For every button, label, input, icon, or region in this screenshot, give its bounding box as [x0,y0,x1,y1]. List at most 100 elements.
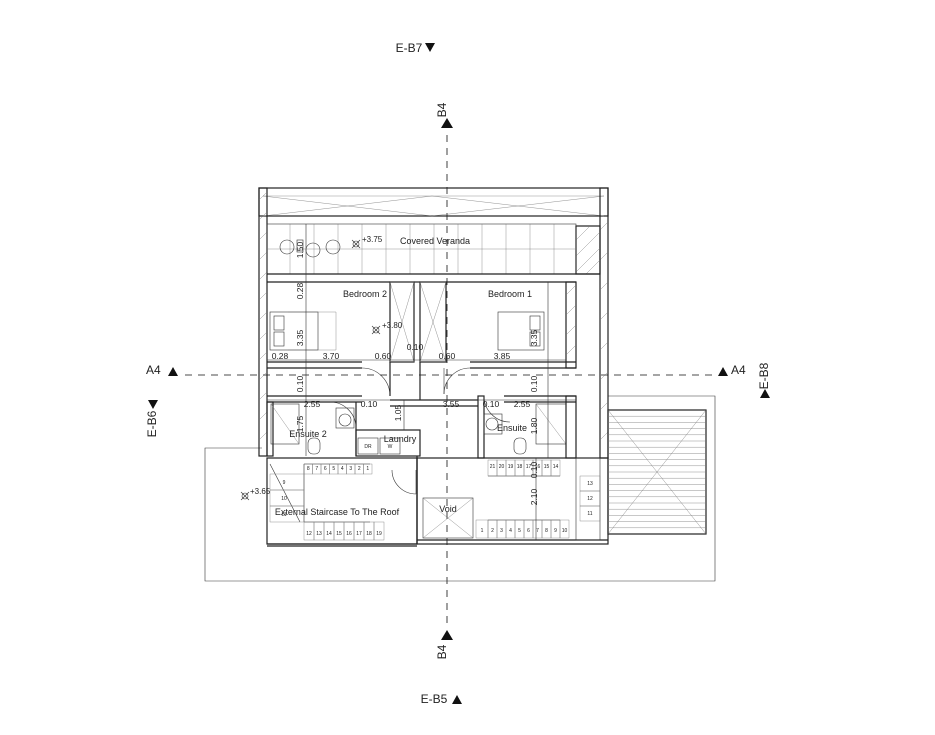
stair-step-number: 12 [587,496,593,502]
section-marker-b4-bottom: B4 [435,630,453,659]
stair-step-number: 16 [535,464,541,470]
dim-veranda-depth: 1.50 [295,241,305,258]
stair-step-number: 10 [562,528,568,534]
dim-bedroom2-top: 0.28 [295,282,305,299]
dim-stair-wall: 0.10 [529,461,539,478]
dim-ensuite-wall: 0.10 [483,399,500,409]
stair-tread [269,473,305,491]
laundry-room: DR W Laundry [355,429,421,457]
void-opening [422,497,474,539]
stair-step-number: 15 [336,531,342,537]
stair-step-number: 1 [366,466,369,472]
section-marker-b4-top: B4 [435,102,453,128]
stair-step-number: 5 [332,466,335,472]
elevation-marker-bottom: E-B5 [421,692,462,706]
stair-step-number: 21 [490,464,496,470]
internal-stair-enclosure [416,457,609,545]
svg-text:+3.80: +3.80 [382,321,403,330]
svg-text:E-B8: E-B8 [757,362,771,389]
terrace-outline [204,395,716,582]
room-label-ensuite: Ensuite [497,423,527,433]
stair-step-number: 18 [517,464,523,470]
bedroom1-wall-right [565,281,577,369]
stair-step-number: 7 [315,466,318,472]
room-label-void: Void [439,504,457,514]
chair-icon [305,242,321,258]
chair-icon [279,239,295,255]
outer-wall-left [258,187,268,457]
door-swing-bedroom2 [361,367,391,397]
stair-step-number: 13 [316,531,322,537]
stair-step-number: 8 [545,528,548,534]
stair-step-number: 9 [283,480,286,486]
wardrobe-left [389,281,415,363]
dim-ensuite2-wall: 0.10 [361,399,378,409]
dim-bedroom2-width: 3.70 [323,351,340,361]
stair-step-number: 13 [587,481,593,487]
dim-wall-left-lower: 0.10 [295,375,305,392]
veranda-tiles: Covered Veranda [266,223,577,275]
dim-wall-right-lower: 0.10 [529,375,539,392]
stair-step-number: 2 [358,466,361,472]
dim-ensuite2-width: 2.55 [304,399,321,409]
stair-tread [550,459,561,477]
dimension-lines [267,224,576,540]
dim-bedroom1-width: 3.85 [494,351,511,361]
room-label-covered-veranda: Covered Veranda [400,236,470,246]
washer-icon [379,437,401,455]
stair-step-number: 3 [500,528,503,534]
stair-step-number: 19 [376,531,382,537]
door-swing-staircase [391,469,417,495]
svg-text:E-B7: E-B7 [396,41,423,55]
dim-bedroom2-depth: 3.35 [295,329,305,346]
room-label-laundry: Laundry [384,434,417,444]
stair-tread [363,463,373,475]
stair-step-number: 15 [544,464,550,470]
room-label-bedroom-1: Bedroom 1 [488,289,532,299]
stair-step-number: 5 [518,528,521,534]
dim-bedroom1-depth: 3.35 [529,329,539,346]
stair-step-number: 19 [508,464,514,470]
stair-step-number: 4 [341,466,344,472]
svg-text:+3.75: +3.75 [362,235,383,244]
dryer-label: DR [364,444,372,450]
dim-ensuite2-depth: 1.75 [295,415,305,432]
stair-tread [475,519,489,539]
stair-step-number: 6 [527,528,530,534]
stair-tread [579,505,601,522]
stair-tread [373,521,385,541]
room-label-external-staircase: External Staircase To The Roof [275,507,400,517]
stair-tread [269,505,305,523]
level-marker-veranda: +3.75 [351,235,383,249]
section-marker-a4-left: A4 [146,363,178,377]
dryer-icon [357,437,379,455]
dim-ensuite-depth: 1.80 [529,417,539,434]
veranda-pier [575,225,601,275]
stair-step-number: 11 [281,512,286,518]
roof-overhang [258,187,609,217]
elevation-marker-top: E-B7 [396,41,435,55]
stair-tread [269,489,305,507]
room-label-bedroom-2: Bedroom 2 [343,289,387,299]
stair-step-number: 17 [356,531,362,537]
stair-step-number: 14 [326,531,332,537]
stair-step-number: 20 [499,464,505,470]
basin-icon [485,417,499,431]
stair-step-number: 16 [346,531,352,537]
washer-label: W [388,444,393,450]
pergola-right [607,409,707,535]
bed-bedroom1 [497,311,545,351]
bedroom-walls: Bedroom 2 Bedroom 1 [267,273,600,400]
section-lines [185,135,712,625]
elevation-marker-right: E-B8 [757,362,771,398]
stair-step-number: 4 [509,528,512,534]
stair-step-number: 18 [366,531,372,537]
door-swing-bedroom1 [443,367,471,395]
stair-tread [559,519,570,539]
stair-step-number: 11 [587,511,592,517]
dim-corridor-left: 0.60 [375,351,392,361]
level-markers: +3.75 +3.80 +3.65 [240,235,403,501]
